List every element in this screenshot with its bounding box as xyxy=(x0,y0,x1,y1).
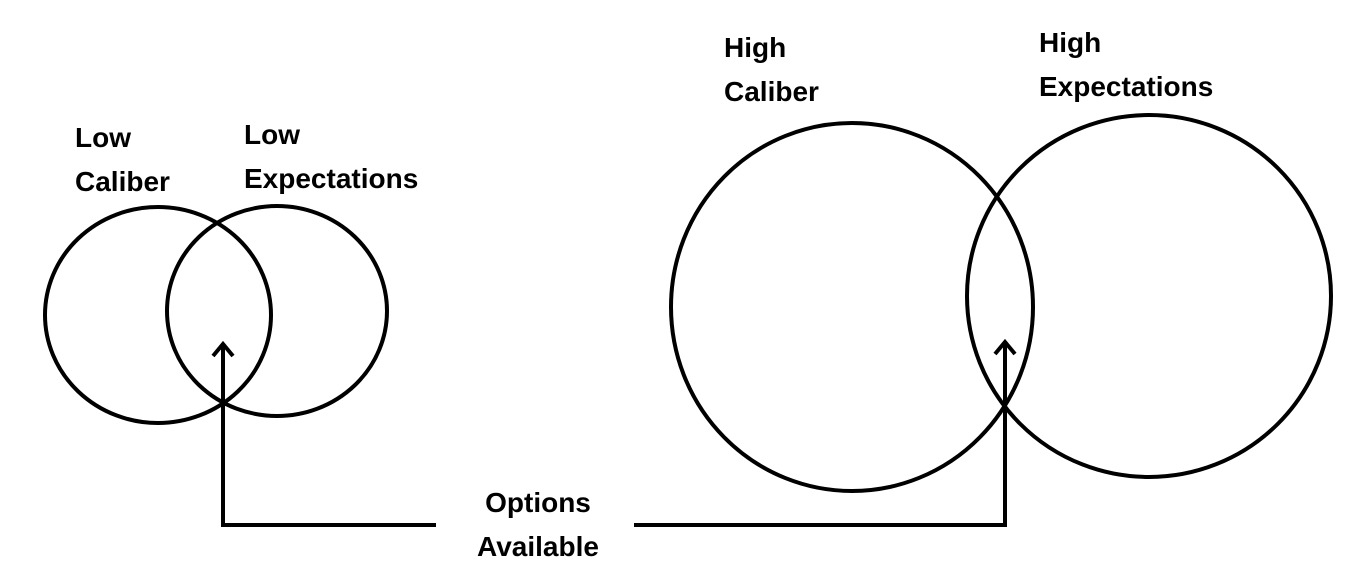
options-available-label: Options Available xyxy=(448,481,628,569)
left-arrowhead xyxy=(211,340,235,358)
low-expectations-circle xyxy=(165,204,389,418)
low-caliber-label-line1: Low xyxy=(75,122,131,153)
options-available-label-line1: Options xyxy=(485,487,591,518)
low-caliber-label-line2: Caliber xyxy=(75,166,170,197)
high-expectations-circle xyxy=(965,113,1333,479)
low-expectations-label-line2: Expectations xyxy=(244,163,419,194)
low-expectations-label-line1: Low xyxy=(244,119,300,150)
high-expectations-label: High Expectations xyxy=(1039,21,1213,109)
high-expectations-label-line1: High xyxy=(1039,27,1102,58)
high-caliber-circle xyxy=(669,121,1035,493)
high-caliber-label-line1: High xyxy=(724,32,787,63)
left-connector-line xyxy=(221,345,436,527)
low-caliber-circle xyxy=(43,205,273,425)
high-caliber-label-line2: Caliber xyxy=(724,76,819,107)
right-arrowhead xyxy=(993,338,1017,356)
options-available-label-line2: Available xyxy=(477,531,599,562)
high-expectations-label-line2: Expectations xyxy=(1039,71,1214,102)
low-expectations-label: Low Expectations xyxy=(244,113,418,201)
right-connector-line xyxy=(634,343,1007,527)
low-caliber-label: Low Caliber xyxy=(75,116,170,204)
high-caliber-label: High Caliber xyxy=(724,26,819,114)
